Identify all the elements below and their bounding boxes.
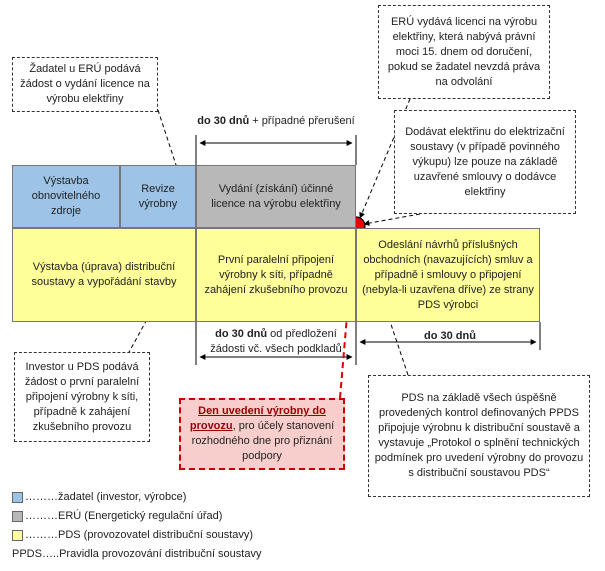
legend-row-regulator: ……… ERÚ (Energetický regulační úřad) xyxy=(12,507,352,526)
timing-top-rest: + případné přerušení xyxy=(249,114,355,127)
start-day-box: Den uvedení výrobny do provozu, pro účel… xyxy=(179,398,345,470)
timing-mid-rest: od předložení žádosti vč. všech podkladů xyxy=(210,328,342,355)
legend-row-ppds: PPDS ….. Pravidla provozování distribučn… xyxy=(12,548,262,560)
block-first-connection: První paralelní připojení výrobny k síti… xyxy=(196,228,356,322)
callout-investor: Investor u PDS podává žádost o první par… xyxy=(14,352,150,442)
start-day-title: Den uvedení výrobny do provozu xyxy=(189,405,326,432)
timing-top: do 30 dnů + případné přerušení xyxy=(196,104,356,138)
legend: ……… žadatel (investor, výrobce) ……… ERÚ … xyxy=(12,488,352,568)
legend-swatch-regulator xyxy=(12,511,23,522)
legend-swatch-operator xyxy=(12,530,23,541)
callout-supply: Dodávat elektřinu do elektrizační sousta… xyxy=(394,110,576,214)
legend-row-applicant: ……… žadatel (investor, výrobce) xyxy=(12,488,352,507)
callout-applicant: Žadatel u ERÚ podává žádost o vydání lic… xyxy=(12,57,158,112)
callout-pds-check: PDS na základě všech úspěšně provedených… xyxy=(368,375,590,497)
block-construction: Výstavba obnovitelného zdroje xyxy=(12,165,120,228)
block-revision: Revize výrobny xyxy=(120,165,196,228)
start-day-rest: , pro účely stanovení rozhodného dne pro… xyxy=(191,420,335,462)
block-distribution: Výstavba (úprava) distribuční soustavy a… xyxy=(12,228,196,322)
callout-license-valid: ERÚ vydává licenci na výrobu elektřiny, … xyxy=(378,5,550,99)
block-license: Vydání (získání) účinné licence na výrob… xyxy=(196,165,356,228)
timing-top-bold: do 30 dnů xyxy=(197,114,250,127)
timing-mid-bold: do 30 dnů xyxy=(215,328,268,340)
block-send-proposals: Odeslání návrhů příslušných obchodních (… xyxy=(356,228,540,322)
legend-row-operator: ……… PDS (provozovatel distribuční sousta… xyxy=(12,526,352,545)
timing-right: do 30 dnů xyxy=(424,330,476,342)
legend-swatch-applicant xyxy=(12,492,23,503)
timing-mid: do 30 dnů od předložení žádosti vč. všec… xyxy=(198,325,354,359)
